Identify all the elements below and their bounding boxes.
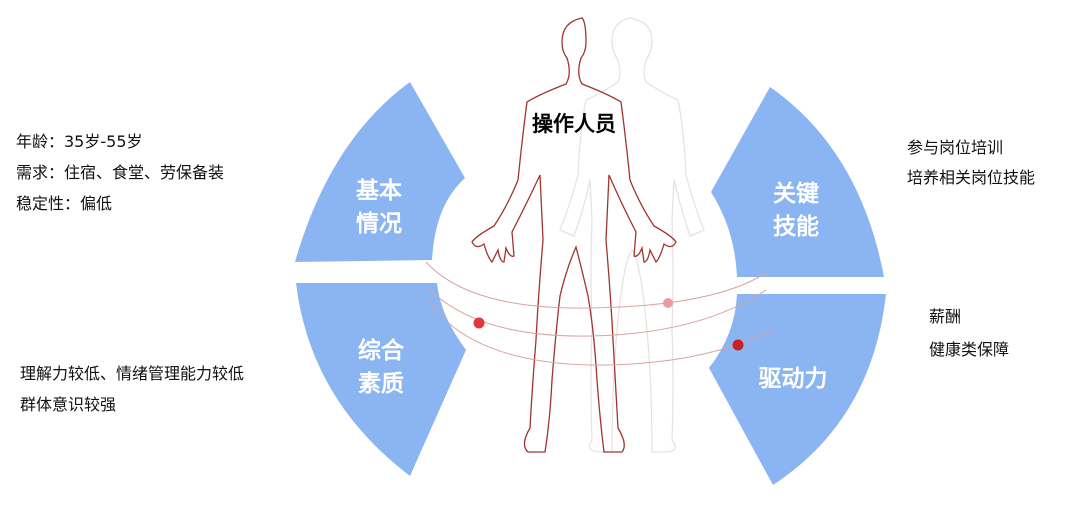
description-line: 健康类保障 <box>929 340 1010 359</box>
orbit-dot-right <box>732 339 744 351</box>
description-overall-quality: 理解力较低、情绪管理能力较低 群体意识较强 <box>20 360 244 419</box>
description-line: 群体意识较强 <box>20 395 117 414</box>
body-outline <box>471 17 677 453</box>
description-line: 理解力较低、情绪管理能力较低 <box>20 364 245 383</box>
segment-label-skills-2: 技能 <box>773 213 819 239</box>
segment-key-skills <box>711 87 884 277</box>
orbit-line-1 <box>425 261 771 309</box>
description-line: 年龄：35岁-55岁 <box>16 132 143 151</box>
segment-label-quality-1: 综合 <box>358 337 405 363</box>
segment-label-basic-2: 情况 <box>356 210 402 236</box>
description-basic-info: 年龄：35岁-55岁 需求：住宿、食堂、劳保备装 稳定性：偏低 <box>16 128 224 218</box>
description-driving-force: 薪酬 健康类保障 <box>929 303 1009 364</box>
description-line: 培养相关岗位技能 <box>907 168 1036 187</box>
orbit-dot-left <box>473 317 485 329</box>
description-line: 参与岗位培训 <box>907 138 1004 157</box>
segment-overall-quality <box>296 283 466 476</box>
segment-driving-force <box>709 294 886 485</box>
description-line: 需求：住宿、食堂、劳保备装 <box>16 163 225 182</box>
ghost-body-outline <box>559 17 705 453</box>
segment-label-skills-1: 关键 <box>773 180 819 206</box>
segment-label-quality-2: 素质 <box>358 370 404 396</box>
description-line: 稳定性：偏低 <box>16 194 113 213</box>
segment-label-basic-1: 基本 <box>356 177 402 203</box>
orbit-line-2 <box>429 289 767 337</box>
orbit-dot-middle <box>663 298 673 308</box>
center-title: 操作人员 <box>532 112 616 136</box>
description-line: 薪酬 <box>929 307 962 326</box>
segment-basic-info <box>295 82 465 262</box>
description-key-skills: 参与岗位培训 培养相关岗位技能 <box>907 134 1035 192</box>
orbit-line-3 <box>427 299 773 366</box>
segment-label-drive: 驱动力 <box>759 365 828 391</box>
